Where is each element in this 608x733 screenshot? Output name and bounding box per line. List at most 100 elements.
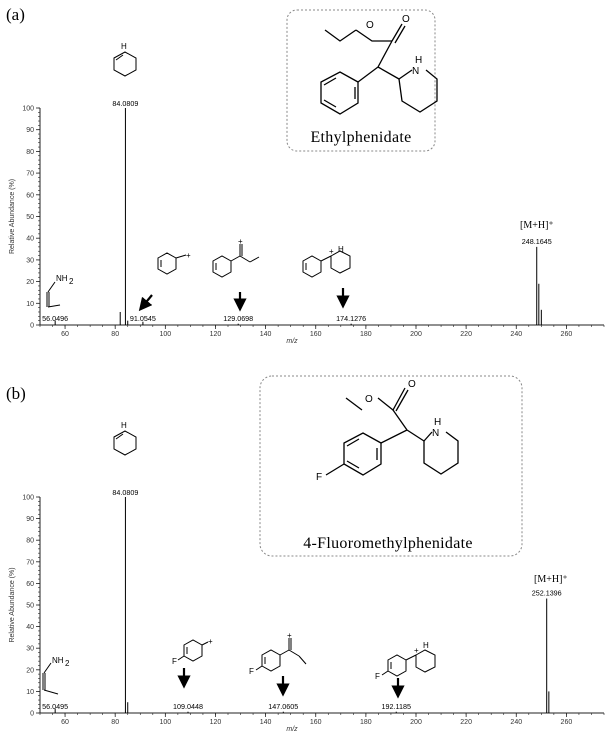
atom-nh2-sub-a: 2 xyxy=(69,277,74,286)
atom-h: H xyxy=(415,55,422,66)
compound-name-a: Ethylphenidate xyxy=(310,129,411,146)
y-tick-label: 0 xyxy=(30,323,34,330)
atom-nh2-b: NH xyxy=(52,656,64,665)
atom-plus-109-b: + xyxy=(208,637,213,646)
ethylphenidate-structure xyxy=(320,23,438,115)
x-tick-label: 60 xyxy=(61,719,69,726)
x-tick-label: 140 xyxy=(260,719,272,726)
x-tick-label: 120 xyxy=(210,719,222,726)
y-tick-label: 90 xyxy=(26,516,34,523)
fluoromethylphenidate-structure xyxy=(325,387,459,476)
atom-n: N xyxy=(412,66,419,77)
atom-plus-192-b: + xyxy=(414,646,419,655)
peak-label: 56.0495 xyxy=(42,702,68,711)
y-axis-title: Relative Abundance (%) xyxy=(9,179,16,254)
peak-label: 84.0809 xyxy=(112,488,138,497)
spectrum-peaks-a xyxy=(54,108,542,325)
y-axis-title: Relative Abundance (%) xyxy=(9,567,16,642)
y-tick-label: 100 xyxy=(22,106,34,113)
peak-label: 252.1396 xyxy=(532,589,562,598)
x-tick-label: 160 xyxy=(310,719,322,726)
x-tick-label: 180 xyxy=(360,331,372,338)
x-tick-label: 200 xyxy=(410,331,422,338)
y-tick-label: 20 xyxy=(26,667,34,674)
peak-labels-b: 56.0495 84.0809 109.0448 147.0605 192.1185 25… xyxy=(42,488,562,711)
x-tick-label: 260 xyxy=(561,331,573,338)
y-tick-label: 60 xyxy=(26,192,34,199)
atom-plus-174-a: + xyxy=(329,247,334,256)
x-tick-label: 180 xyxy=(360,719,372,726)
atom-f-147-b: F xyxy=(249,667,254,676)
arrow-91-a xyxy=(138,294,153,312)
atom-plus-147-b: + xyxy=(287,631,292,640)
x-tick-label: 80 xyxy=(111,331,119,338)
y-tick-label: 90 xyxy=(26,127,34,134)
peak-label: 109.0448 xyxy=(173,702,203,711)
x-tick-label: 100 xyxy=(159,331,171,338)
atom-f-109-b: F xyxy=(172,657,177,666)
atom-nh-174-a: H xyxy=(338,245,344,254)
panel-label-b: (b) xyxy=(6,384,26,403)
atom-plus-129-a: + xyxy=(238,237,243,246)
y-tick-label: 40 xyxy=(26,236,34,243)
panel-label-a: (a) xyxy=(6,5,25,24)
fragment-structures-a xyxy=(46,51,351,308)
compound-name-b: 4-Fluoromethylphenidate xyxy=(303,535,473,552)
compound-box-b: O O N H F 4-Fluoromethylphenidate xyxy=(259,375,523,557)
peak-label: 248.1645 xyxy=(522,237,552,246)
atom-o-carbonyl: O xyxy=(402,14,410,25)
compound-box-a: N H O O Ethylphenidate xyxy=(286,9,438,152)
y-tick-label: 40 xyxy=(26,624,34,631)
fragment-structures-b xyxy=(42,430,436,695)
x-tick-label: 160 xyxy=(310,331,322,338)
y-tick-label: 10 xyxy=(26,301,34,308)
x-tick-label: 260 xyxy=(561,719,573,726)
atom-nh-84-a: H xyxy=(121,42,127,51)
y-tick-label: 10 xyxy=(26,689,34,696)
peak-label: 147.0605 xyxy=(268,702,298,711)
adduct-label-b: [M+H]⁺ xyxy=(534,574,568,585)
x-tick-label: 200 xyxy=(410,719,422,726)
atom-nh-192-b: H xyxy=(423,641,429,650)
y-tick-label: 70 xyxy=(26,559,34,566)
peak-label: 174.1276 xyxy=(336,314,366,323)
adduct-label-a: [M+H]⁺ xyxy=(520,220,554,231)
x-tick-label: 100 xyxy=(159,719,171,726)
x-tick-label: 120 xyxy=(210,331,222,338)
y-tick-label: 0 xyxy=(30,711,34,718)
x-tick-label: 80 xyxy=(111,719,119,726)
atom-nh2-sub-b: 2 xyxy=(65,659,70,668)
atom-nh2-a: NH xyxy=(56,274,68,283)
y-tick-label: 70 xyxy=(26,171,34,178)
y-tick-label: 60 xyxy=(26,581,34,588)
atom-f-192-b: F xyxy=(375,672,380,681)
y-tick-label: 30 xyxy=(26,257,34,264)
y-tick-label: 80 xyxy=(26,149,34,156)
spectrum-peaks-b xyxy=(54,497,550,713)
peak-label: 192.1185 xyxy=(382,702,411,711)
atom-h-b: H xyxy=(434,417,441,428)
atom-o-carbonyl-b: O xyxy=(408,379,416,390)
y-tick-label: 50 xyxy=(26,214,34,221)
x-axis-title: m/z xyxy=(286,338,298,345)
peak-label: 129.0698 xyxy=(223,314,253,323)
x-axis-title: m/z xyxy=(286,726,298,733)
y-tick-label: 20 xyxy=(26,279,34,286)
atom-o-b: O xyxy=(365,394,373,405)
x-tick-label: 140 xyxy=(260,331,272,338)
x-tick-label: 240 xyxy=(510,719,522,726)
atom-o: O xyxy=(366,20,374,31)
x-tick-label: 60 xyxy=(61,331,69,338)
atom-nh-84-b: H xyxy=(121,421,127,430)
peak-label: 56.0496 xyxy=(42,314,68,323)
peak-label: 91.0545 xyxy=(130,314,156,323)
x-tick-label: 240 xyxy=(510,331,522,338)
x-tick-label: 220 xyxy=(460,719,472,726)
atom-f-b: F xyxy=(316,472,322,483)
y-tick-label: 80 xyxy=(26,538,34,545)
